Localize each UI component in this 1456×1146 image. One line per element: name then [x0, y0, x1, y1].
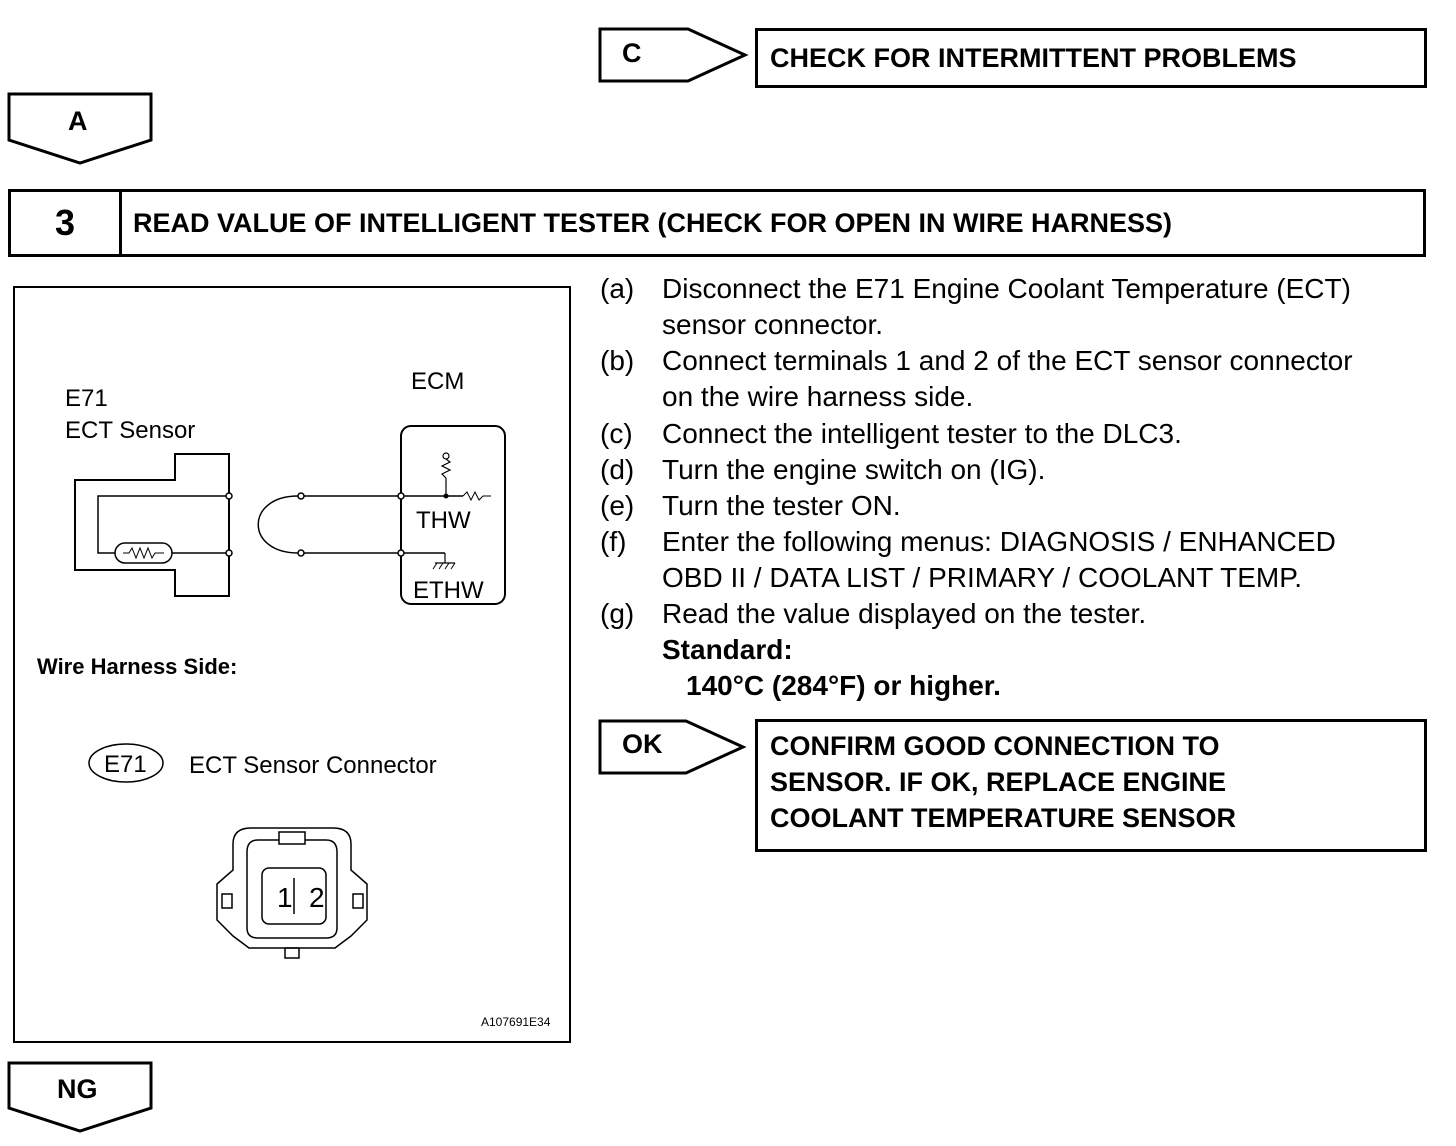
sensor-label-line1: E71 — [65, 385, 108, 412]
procedure-line: Disconnect the E71 Engine Coolant Temper… — [662, 273, 1351, 304]
figure-id: A107691E34 — [481, 1015, 551, 1029]
branch-ng-label: NG — [57, 1074, 98, 1104]
connector-name: ECT Sensor Connector — [189, 752, 437, 779]
standard-heading: Standard: — [662, 634, 793, 665]
procedure-label: (d) — [600, 454, 635, 485]
step-header: 3 READ VALUE OF INTELLIGENT TESTER (CHEC… — [8, 189, 1426, 257]
procedure-line: Turn the engine switch on (IG). — [662, 454, 1046, 485]
wiring-diagram: E71 ECT Sensor ECM THW — [37, 368, 551, 1029]
procedure-line: on the wire harness side. — [662, 381, 974, 412]
procedure-line: Read the value displayed on the tester. — [662, 598, 1147, 629]
branch-c-label: C — [622, 38, 642, 68]
jumper-wire — [257, 495, 299, 554]
standard-value: 140°C (284°F) or higher. — [686, 670, 1001, 701]
ethw-label: ETHW — [413, 577, 484, 604]
procedure-label: (g) — [600, 598, 635, 629]
ground-icon — [432, 562, 456, 570]
branch-c-target-text: CHECK FOR INTERMITTENT PROBLEMS — [770, 43, 1297, 73]
thw-label: THW — [416, 507, 471, 534]
branch-ok-target[interactable]: CONFIRM GOOD CONNECTION TO SENSOR. IF OK… — [755, 719, 1427, 852]
harness-side-label: Wire Harness Side: — [37, 654, 237, 679]
procedure-label: (c) — [600, 418, 633, 449]
branch-ok-target-line: SENSOR. IF OK, REPLACE ENGINE — [770, 767, 1227, 797]
ecm-box — [400, 425, 506, 605]
terminal-1: 1 — [277, 882, 293, 913]
ecm-label: ECM — [411, 368, 464, 395]
branch-a-label: A — [68, 106, 88, 136]
step-title: READ VALUE OF INTELLIGENT TESTER (CHECK … — [133, 207, 1173, 238]
procedure-line: Turn the tester ON. — [662, 490, 901, 521]
connector-code: E71 — [104, 751, 147, 778]
step-number: 3 — [11, 192, 122, 254]
procedure-label: (b) — [600, 345, 635, 376]
branch-c-target[interactable]: CHECK FOR INTERMITTENT PROBLEMS — [755, 28, 1427, 88]
procedure-label: (a) — [600, 273, 635, 304]
procedure-line: Connect the intelligent tester to the DL… — [662, 418, 1182, 449]
terminal-2: 2 — [309, 882, 325, 913]
procedure-label: (f) — [600, 526, 627, 557]
sensor-body — [74, 453, 230, 597]
connector-code-badge — [88, 743, 164, 783]
branch-ok-target-line: CONFIRM GOOD CONNECTION TO — [770, 731, 1220, 761]
connector-face-icon — [216, 827, 368, 959]
thermistor-icon — [114, 542, 173, 564]
sensor-label-line2: ECT Sensor — [65, 417, 195, 444]
procedure-line: Enter the following menus: DIAGNOSIS / E… — [662, 526, 1336, 557]
branch-ok-label: OK — [622, 729, 663, 759]
procedure-line: sensor connector. — [662, 309, 884, 340]
procedure-line: OBD II / DATA LIST / PRIMARY / COOLANT T… — [662, 562, 1303, 593]
procedure-line: Connect terminals 1 and 2 of the ECT sen… — [662, 345, 1353, 376]
wiring-figure: E71 ECT Sensor ECM THW — [13, 286, 571, 1043]
branch-ok-target-line: COOLANT TEMPERATURE SENSOR — [770, 803, 1237, 833]
sensor-internal-wire — [97, 495, 229, 554]
pullup-icon — [442, 452, 450, 460]
procedure-label: (e) — [600, 490, 635, 521]
